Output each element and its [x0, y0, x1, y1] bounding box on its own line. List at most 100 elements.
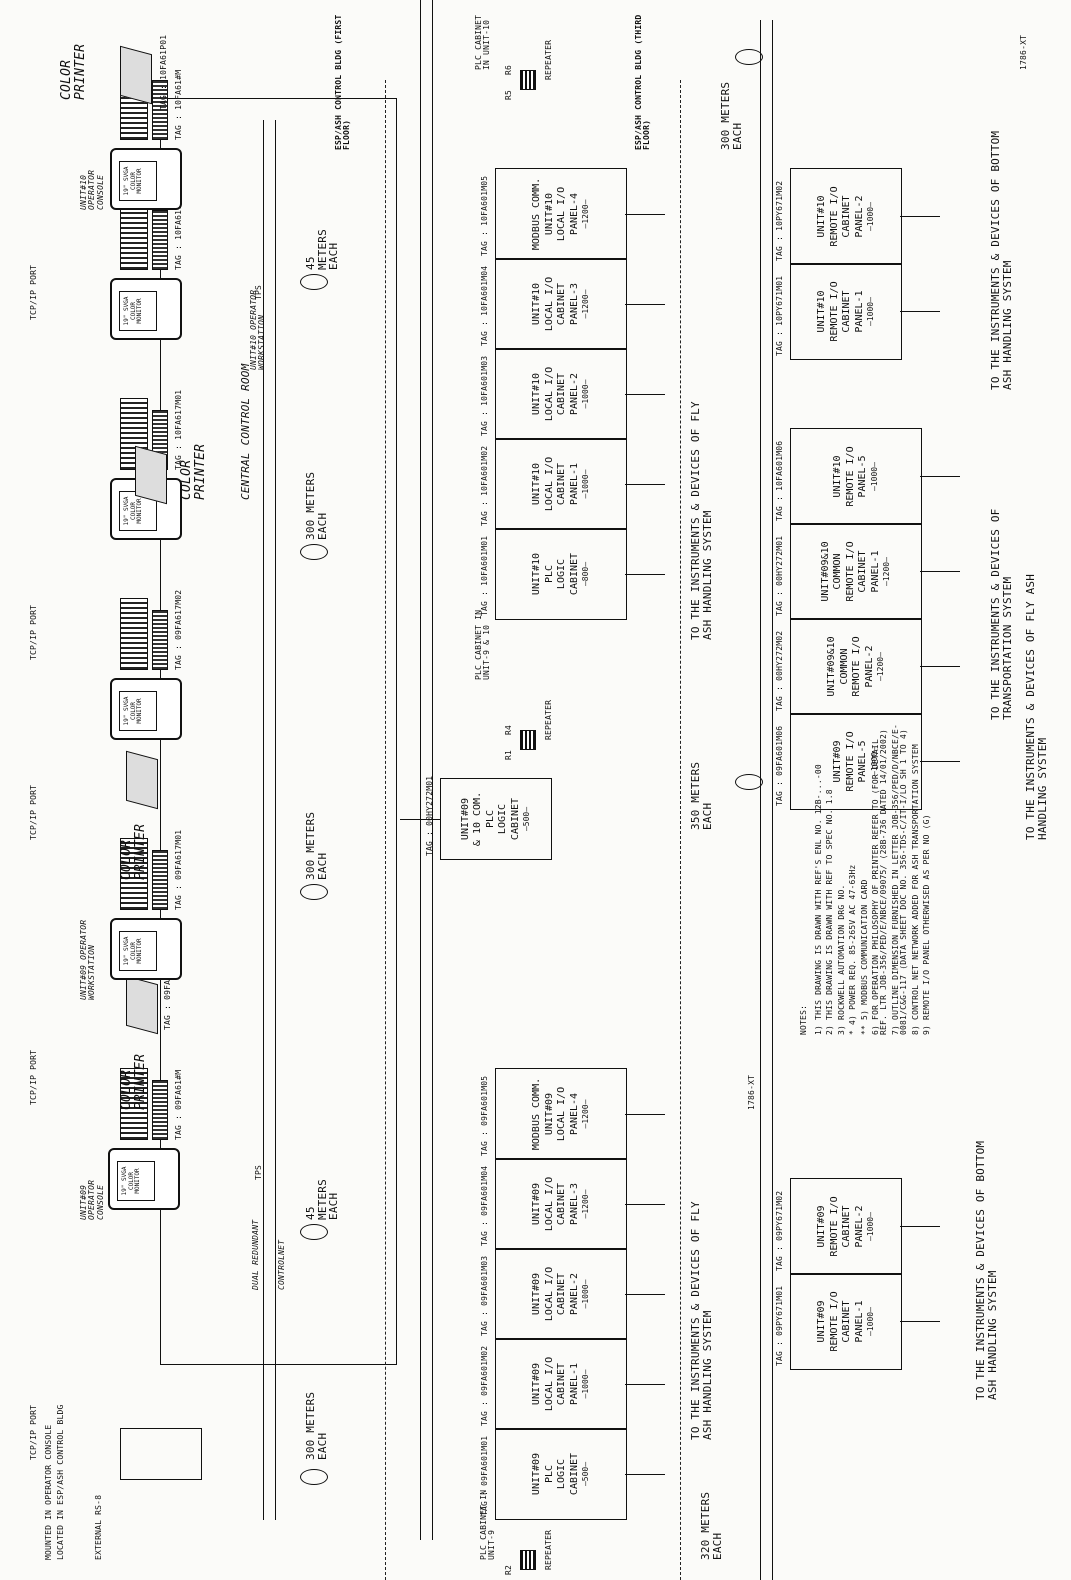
cabinet-line: LOCAL I/O: [556, 187, 569, 241]
meters-300b-label: 300 METERS EACH: [720, 80, 743, 150]
cabinet-line: PANEL-1: [870, 550, 883, 592]
printer-icon: [126, 751, 158, 810]
unit09-console-monitor: 19" SVGA COLOR MONITOR: [108, 1148, 180, 1210]
cabinet-line: UNIT#09: [531, 1453, 544, 1495]
cabinet-dimension: —1200—: [581, 290, 591, 319]
cabinet-line: LOCAL I/O: [544, 1267, 557, 1321]
cabinet-drop-line: [400, 819, 440, 820]
cabinet-line: PANEL-4: [569, 1093, 582, 1135]
tcp-port-label-4: TCP/IP PORT: [30, 605, 38, 660]
cable-bundle-3: [300, 884, 328, 900]
cabinet-drop-line: [900, 217, 940, 218]
transport-tag: TAG : 00HY272M02: [776, 631, 784, 711]
printer-icon: [135, 446, 167, 505]
monitor-screen-text: 19" SVGA COLOR MONITOR: [119, 161, 157, 201]
bottom-ash-09-label: TO THE INSTRUMENTS & DEVICES OF BOTTOM A…: [975, 1140, 998, 1400]
cabinet-line: UNIT#10: [531, 373, 544, 415]
bottom-ash-10-label: TO THE INSTRUMENTS & DEVICES OF BOTTOM A…: [990, 130, 1013, 390]
cabinet-drop-line: [625, 394, 665, 395]
cabinet-line: CABINET: [556, 1273, 569, 1315]
note-item: 3) ROCKWELL AUTOMATION DRG NO.: [838, 715, 846, 1035]
repeater-label-1: REPEATER: [545, 1530, 553, 1570]
unit09-local-tag: TAG : 09FA601M04: [481, 1166, 489, 1246]
dual-redundant-label: DUAL REDUNDANT: [252, 1220, 260, 1290]
cabinet-line: UNIT#09: [544, 1093, 557, 1135]
note-item: 2) THIS DRAWING IS DRAWN WITH REF TO SPE…: [826, 715, 834, 1035]
cabinet-line: LOCAL I/O: [544, 1357, 557, 1411]
transport-tag: TAG : 10FA601M06: [776, 441, 784, 521]
cabinet-drop-line: [625, 1384, 665, 1385]
unit09-console-title: UNIT#09 OPERATOR CONSOLE: [80, 1140, 105, 1220]
meters-320-label: 320 METERS EACH: [700, 1490, 723, 1560]
cabinet-line: PANEL-5: [857, 455, 870, 497]
transportation-label: TO THE INSTRUMENTS & DEVICES OF TRANSPOR…: [990, 460, 1013, 720]
cabinet-dimension: —1000—: [581, 1280, 591, 1309]
unit09-local-tag: TAG : 09FA601M03: [481, 1256, 489, 1336]
unit10-printer-a-tag: TAG : 10FA61P01: [160, 35, 168, 110]
central-control-room-boundary: [160, 98, 397, 1365]
unit09-console-tag: TAG : 09FA61#M: [175, 1070, 183, 1140]
cabinet-line: PLC: [485, 810, 498, 828]
cabinet-line: CABINET: [556, 1183, 569, 1225]
cabinet-line: UNIT#09: [816, 1205, 829, 1247]
cabinet-line: PANEL-3: [569, 283, 582, 325]
note-item: 9) REMOTE I/O PANEL OTHERWISED AS PER NO…: [923, 715, 931, 1035]
cabinet-drop-line: [625, 304, 665, 305]
cabinet-line: REMOTE I/O: [829, 1196, 842, 1256]
cabinet-line: CABINET: [556, 283, 569, 325]
cabinet-drop-line: [625, 574, 665, 575]
meters-45-label-2: 45 METERS EACH: [305, 210, 340, 270]
unit09-workstation-tag: TAG : 09FA617M01: [175, 830, 183, 910]
cabinet-line: PANEL-1: [854, 1300, 867, 1342]
unit10-workstation-title: UNIT#10 OPERATOR WORKSTATION: [250, 270, 267, 370]
cabinet-drop-line: [920, 572, 960, 573]
cabinet-dimension: —1200—: [876, 652, 886, 681]
cabinet-drop-line: [625, 1474, 665, 1475]
cabinet-line: PANEL-2: [864, 645, 877, 687]
cabinet-dimension: —1000—: [866, 1307, 876, 1336]
unit10-local-tag: TAG : 10FA601M03: [481, 356, 489, 436]
cabinet-drop-line: [920, 477, 960, 478]
meters-350-label: 350 METERS EACH: [690, 750, 713, 830]
unit10-printer-a-label: COLOR PRINTER: [60, 30, 87, 100]
cabinet-dimension: —1200—: [882, 557, 892, 586]
cabinet-line: COMMON: [832, 553, 845, 589]
cabinet-line: REMOTE I/O: [829, 186, 842, 246]
cabinet-line: CABINET: [510, 798, 523, 840]
monitor-screen-text: 19" SVGA COLOR MONITOR: [119, 691, 157, 731]
cabinet-line: LOGIC: [556, 1459, 569, 1489]
cabinet-line: REMOTE I/O: [829, 281, 842, 341]
transport-tag: TAG : 09FA601M06: [776, 726, 784, 806]
cabinet-line: REMOTE I/O: [845, 446, 858, 506]
cabinet-line: PLC: [544, 565, 557, 583]
unit10-local-tag: TAG : 10FA601M01: [481, 536, 489, 616]
cable-bundle-1: [300, 1469, 328, 1485]
repeater-r6-label: R6: [505, 65, 513, 75]
cabinet-line: PANEL-2: [569, 1273, 582, 1315]
cabinet-drop-line: [625, 1204, 665, 1205]
cabinet-line: LOCAL I/O: [544, 277, 557, 331]
meters-300-label-3: 300 METERS EACH: [305, 470, 328, 540]
unit09-console-keyboard: [152, 1080, 168, 1140]
mounted-note-1: MOUNTED IN OPERATOR CONSOLE: [45, 1425, 53, 1560]
cabinet-dimension: —1200—: [581, 200, 591, 229]
cabinet-line: UNIT#10: [816, 290, 829, 332]
